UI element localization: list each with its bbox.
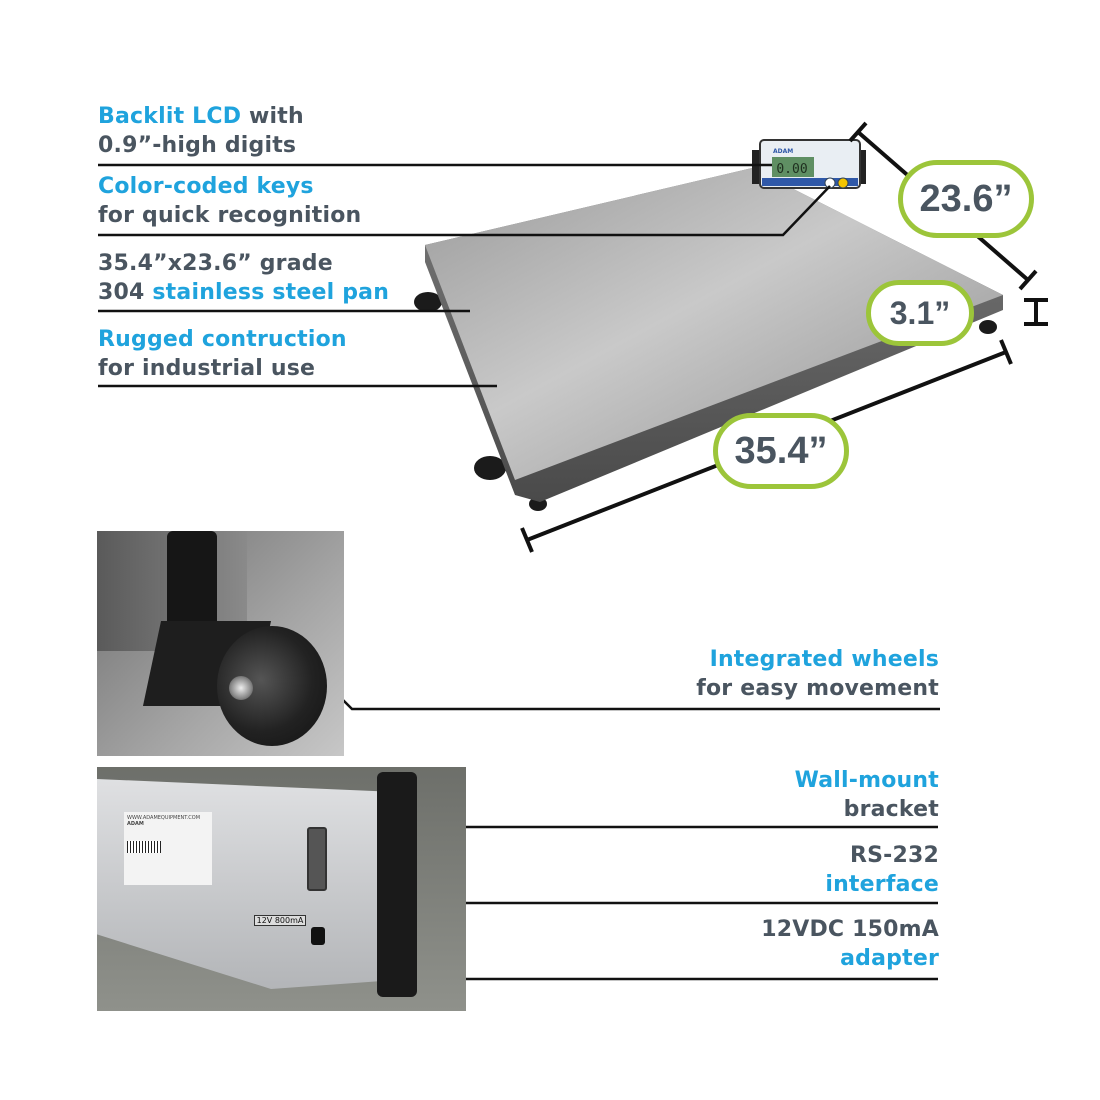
function-key-icon bbox=[837, 177, 849, 189]
product-label: WWW.ADAMEQUIPMENT.COM ADAM bbox=[124, 812, 212, 885]
feature-adapter: 12VDC 150mA adapter bbox=[761, 917, 939, 971]
width-badge: 35.4” bbox=[713, 413, 849, 489]
steel-pan-top bbox=[425, 168, 1003, 480]
feature-wall-mount: Wall-mount bracket bbox=[794, 768, 939, 822]
power-rating-label: 12V 800mA bbox=[254, 915, 306, 926]
feature-rs232: RS-232 interface bbox=[825, 843, 939, 897]
tare-key-icon bbox=[824, 177, 836, 189]
indicator-rear-photo: WWW.ADAMEQUIPMENT.COM ADAM 12V 800mA bbox=[97, 767, 466, 1011]
wheel-photo bbox=[97, 531, 344, 756]
feature-rugged-construction: Rugged contruction for industrial use bbox=[98, 327, 347, 381]
lcd-reading: 0.00 bbox=[776, 162, 807, 177]
feature-stainless-pan: 35.4”x23.6” grade 304 stainless steel pa… bbox=[98, 251, 390, 305]
height-badge: 3.1” bbox=[866, 280, 974, 346]
brand-logo: ADAM bbox=[773, 148, 793, 155]
wheel-icon bbox=[414, 292, 997, 511]
power-jack bbox=[311, 927, 325, 945]
axle-bolt-icon bbox=[229, 676, 253, 700]
feature-backlit-lcd: Backlit LCD with 0.9”-high digits bbox=[98, 104, 304, 158]
depth-badge: 23.6” bbox=[898, 160, 1034, 238]
lcd-indicator: 0.00 ADAM bbox=[752, 139, 866, 189]
rs232-port bbox=[307, 827, 327, 891]
feature-integrated-wheels: Integrated wheels for easy movement bbox=[696, 647, 939, 701]
feature-color-coded-keys: Color-coded keys for quick recognition bbox=[98, 174, 362, 228]
